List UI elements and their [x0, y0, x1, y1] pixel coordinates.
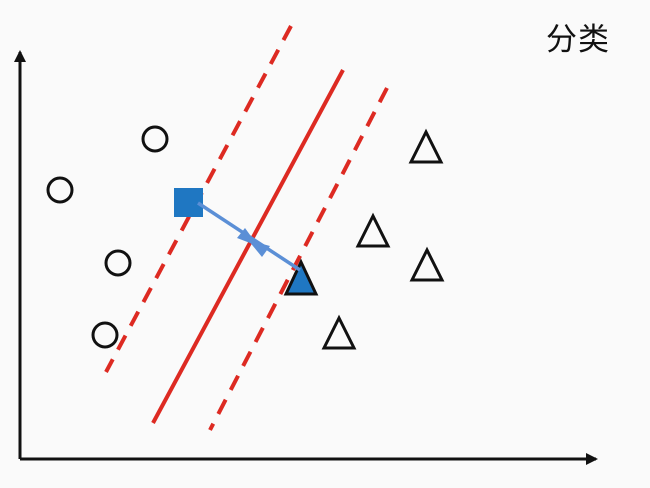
margin-distance-arrow — [197, 201, 301, 272]
class-b-triangle-1 — [408, 128, 444, 164]
class-b-triangle-3 — [409, 246, 445, 282]
class-a-circle-4 — [91, 321, 119, 349]
support-vector-square — [174, 188, 203, 217]
class-a-circle-1 — [141, 125, 169, 153]
margin-line-right — [208, 87, 389, 431]
separating-hyperplane — [151, 69, 345, 424]
class-b-triangle-4 — [321, 314, 357, 350]
support-vector-triangle — [283, 258, 319, 296]
class-a-circle-3 — [104, 249, 132, 277]
diagram-title: 分类 — [546, 22, 610, 58]
class-a-circle-2 — [46, 176, 74, 204]
class-b-triangle-2 — [355, 212, 391, 248]
